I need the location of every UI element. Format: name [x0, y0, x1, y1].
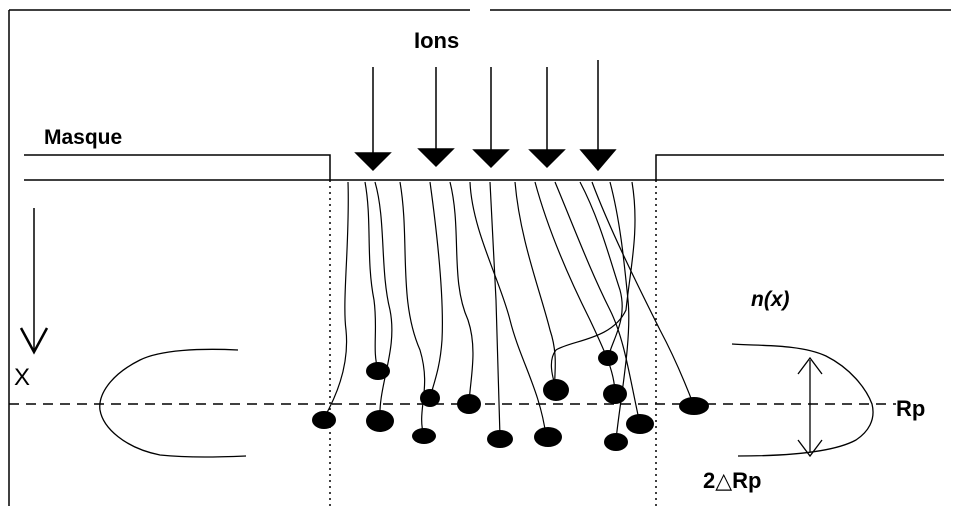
ion-dot — [312, 411, 336, 429]
depth-axis-label: X — [14, 364, 31, 391]
depth-axis-arrow — [19, 208, 49, 355]
left-distribution-curve — [99, 348, 247, 458]
ion-dot — [366, 410, 394, 432]
ion-dot — [543, 379, 569, 401]
ion-trajectory — [323, 181, 349, 419]
ion-dot — [626, 414, 654, 434]
ion-trajectory — [429, 181, 443, 399]
ion-dot — [412, 428, 436, 444]
mask-label: Masque — [44, 126, 123, 149]
straggle-label: 2△Rp — [703, 468, 762, 493]
ion-dot — [598, 350, 618, 366]
ion-trajectory — [591, 181, 695, 407]
ion-trajectory — [489, 181, 501, 438]
ion-trajectory — [579, 181, 623, 359]
ion-dot — [603, 384, 627, 404]
ion-trajectory — [469, 181, 547, 437]
ions-label: Ions — [414, 28, 460, 53]
ion-arrow — [354, 67, 392, 172]
ion-trajectory — [550, 181, 636, 389]
ion-trajectory — [374, 181, 393, 421]
right-profile-curve — [731, 343, 874, 457]
ion-trajectory — [449, 181, 474, 405]
ion-dot — [679, 397, 709, 415]
implanted-ions — [312, 350, 709, 451]
straggle-arrow — [797, 356, 823, 458]
ion-arrow — [528, 67, 566, 169]
projected-range-label: Rp — [896, 396, 926, 421]
ion-arrow — [579, 60, 617, 172]
ion-trajectory — [514, 181, 557, 391]
mask-right — [655, 154, 944, 180]
ion-dot — [366, 362, 390, 380]
ion-dot — [420, 389, 440, 407]
frame — [8, 9, 951, 506]
ion-arrow — [417, 67, 455, 168]
ion-dot — [457, 394, 481, 414]
profile-label: n(x) — [751, 288, 790, 311]
ion-trajectory — [534, 181, 616, 393]
ion-trajectory — [554, 181, 641, 425]
ion-dot — [487, 430, 513, 448]
ion-arrows — [354, 60, 617, 172]
ion-dot — [604, 433, 628, 451]
ion-trajectories — [323, 181, 695, 441]
ion-trajectory — [364, 181, 379, 371]
ion-arrow — [472, 67, 510, 169]
mask-left — [24, 154, 331, 180]
ion-trajectory — [399, 181, 426, 437]
ion-dot — [534, 427, 562, 447]
